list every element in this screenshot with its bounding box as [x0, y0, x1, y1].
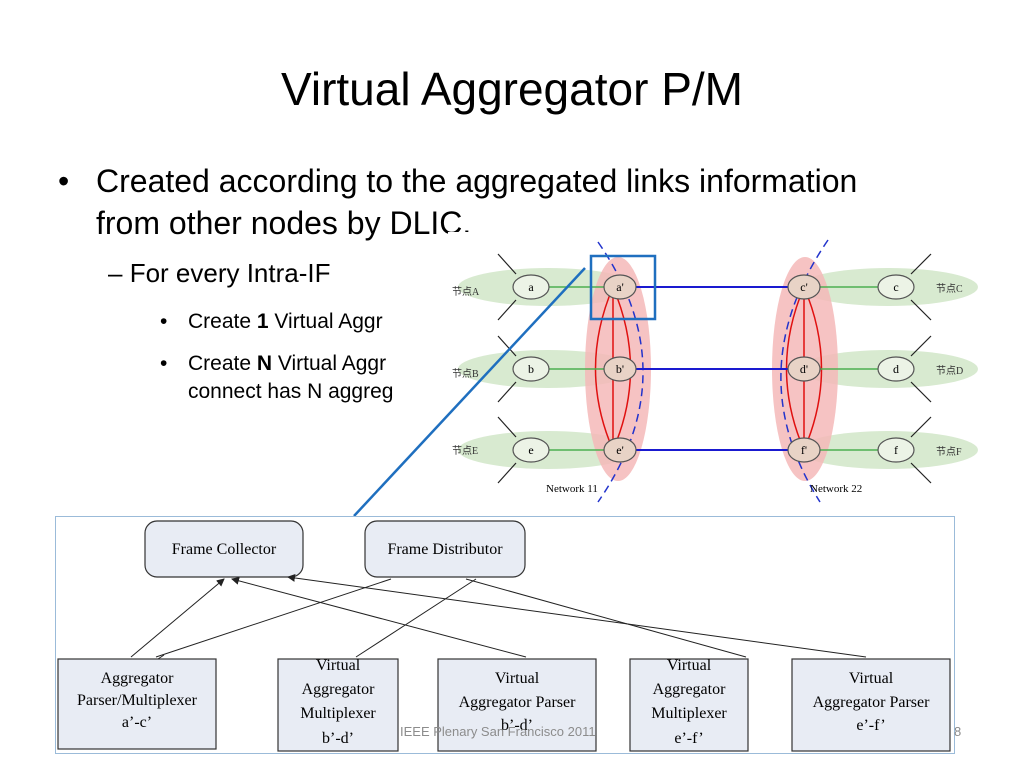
bullet-bold: N — [256, 352, 273, 375]
bullet-dot: • — [160, 352, 168, 375]
box-text: Aggregator — [653, 681, 727, 698]
box-text: Multiplexer — [651, 705, 727, 722]
node-b-prime — [603, 356, 637, 382]
bullet-level1: • Created according to the aggregated li… — [58, 160, 878, 244]
node-d-prime — [787, 356, 821, 382]
box-text: Virtual — [849, 670, 894, 687]
node-label: f' — [801, 443, 807, 457]
frame-distributor-box — [364, 520, 526, 578]
network-diagram: a b e a' b' e' c' d' f' c d f 节点A 节点B 节点… — [448, 232, 988, 504]
line-distributor-to-virtual-mux-2 — [465, 578, 747, 658]
node-label: a' — [616, 280, 624, 294]
box-text: Parser/Multiplexer — [77, 692, 198, 709]
external-links — [497, 253, 932, 484]
slide-title: Virtual Aggregator P/M — [281, 63, 743, 115]
frame-distributor-label: Frame Distributor — [387, 541, 503, 558]
box-text: Aggregator — [101, 670, 175, 687]
bullet-text: For every Intra-IF — [129, 258, 331, 288]
node-label: e' — [616, 443, 624, 457]
highlight-box — [589, 254, 657, 321]
host-label: 节点D — [936, 365, 963, 377]
node-e-prime — [603, 437, 637, 463]
page-number: 8 — [954, 724, 962, 739]
virtual-parser-box-2 — [791, 658, 951, 752]
node-b — [512, 356, 550, 382]
box-text: e’-f’ — [674, 730, 703, 747]
host-label: 节点A — [452, 286, 480, 298]
box-text: a’-c’ — [122, 714, 152, 731]
node-label: f — [894, 443, 898, 457]
line-distributor-to-virtual-mux — [355, 578, 477, 658]
box-text: b’-d’ — [322, 730, 354, 747]
box-text: Multiplexer — [300, 705, 376, 722]
frame-collector-label: Frame Collector — [172, 541, 277, 558]
box-text: Virtual — [316, 657, 361, 674]
host-label: 节点E — [452, 445, 478, 457]
box-text: e’-f’ — [856, 717, 885, 734]
node-c-prime — [787, 274, 821, 300]
box-text: b’-d’ — [501, 717, 533, 734]
bullet-dot: • — [58, 163, 70, 199]
dash-marker: – — [108, 258, 130, 288]
host-label: 节点B — [452, 368, 479, 380]
arrow-virtual-parser-to-collector — [231, 576, 527, 658]
footer-text: IEEE Plenary San Francisco 2011 — [400, 724, 596, 739]
node-label: c — [893, 280, 898, 294]
host-label: 节点C — [936, 283, 963, 295]
node-c — [877, 274, 915, 300]
bullet-level3: • Create N Virtual Aggr connect has N agg… — [160, 350, 393, 406]
node-f — [877, 437, 915, 463]
node-label: a — [528, 280, 534, 294]
node-label: e — [528, 443, 533, 457]
bullet-bold: 1 — [256, 310, 269, 333]
bullet-text: Create — [188, 310, 257, 333]
parser-multiplexer-box — [57, 658, 217, 750]
node-label: d — [893, 362, 899, 376]
aggregator-diagram: Frame Collector Frame Distributor Aggreg… — [55, 516, 955, 754]
box-text: Virtual — [495, 670, 540, 687]
bullet-dot: • — [160, 310, 168, 333]
frame-collector-box — [144, 520, 304, 578]
bullet-text: Virtual Aggr — [268, 310, 383, 333]
network-right-label: Network 22 — [810, 483, 862, 495]
host-label: 节点F — [936, 446, 962, 458]
virtual-parser-box-1 — [437, 658, 597, 752]
arrow-parser-to-collector — [130, 578, 225, 658]
node-label: d' — [800, 362, 808, 376]
node-d — [877, 356, 915, 382]
box-text: Virtual — [667, 657, 712, 674]
node-label: b' — [616, 362, 624, 376]
arrow-virtual-parser2-to-collector — [287, 573, 867, 658]
bullet-level2: – For every Intra-IF — [108, 258, 331, 289]
bullet-text: Created according to the aggregated link… — [96, 163, 858, 241]
virtual-multiplexer-box-2 — [629, 658, 749, 752]
node-a — [512, 274, 550, 300]
box-text: Aggregator — [302, 681, 376, 698]
node-a-prime — [603, 274, 637, 300]
node-label: b — [528, 362, 534, 376]
node-f-prime — [787, 437, 821, 463]
bullet-text: Virtual Aggr — [272, 352, 387, 375]
virtual-multiplexer-box-1 — [277, 658, 399, 752]
box-text: Aggregator Parser — [459, 694, 577, 711]
network-left-label: Network 11 — [546, 483, 598, 495]
bullet-level3: • Create 1 Virtual Aggr — [160, 308, 383, 336]
bullet-text: connect has N aggreg — [188, 380, 394, 403]
node-label: c' — [800, 280, 808, 294]
box-text: Aggregator Parser — [813, 694, 931, 711]
tick — [157, 654, 165, 660]
line-distributor-to-multiplexer — [155, 578, 392, 658]
network-boundary — [780, 239, 829, 503]
bullet-text: Create — [188, 352, 257, 375]
node-e — [512, 437, 550, 463]
